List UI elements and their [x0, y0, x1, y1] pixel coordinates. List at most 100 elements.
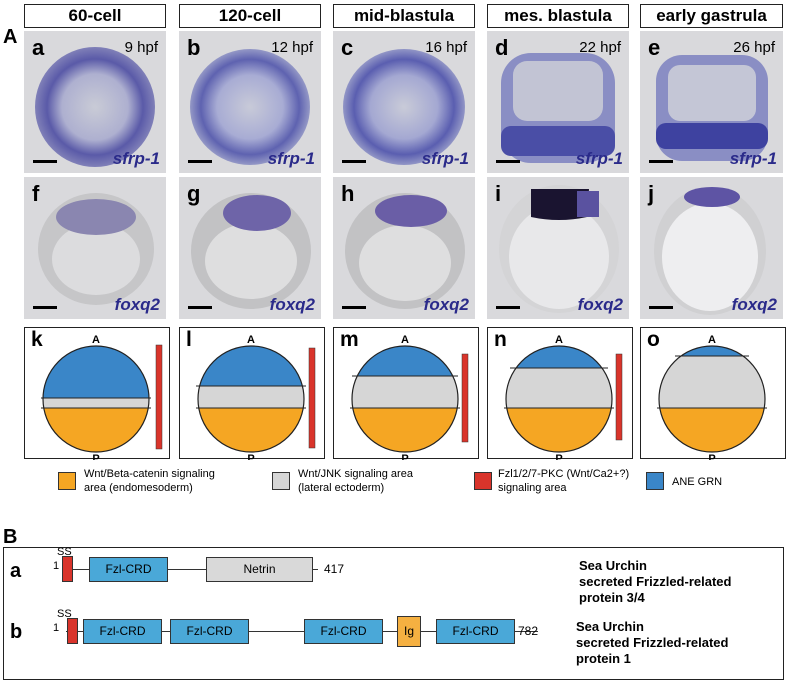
backbone-a — [66, 569, 318, 570]
gene-label: sfrp-1 — [729, 149, 777, 168]
fzl-crd-domain: Fzl-CRD — [170, 619, 249, 644]
photo-b-sfrp1: b 12 hpf sfrp-1 — [179, 31, 321, 173]
legend-swatch-orange — [58, 472, 76, 490]
panel-label: b — [187, 35, 201, 60]
anterior-label: A — [555, 334, 563, 346]
gene-label: sfrp-1 — [267, 149, 315, 168]
stage-header-mid-blastula: mid-blastula — [333, 4, 475, 28]
gene-label: foxq2 — [269, 295, 315, 314]
legend-text-4: ANE GRN — [672, 476, 723, 488]
panel-label: a — [32, 35, 45, 60]
panel-label: j — [648, 181, 655, 206]
embryo-image — [38, 193, 154, 305]
end-label-a: 417 — [324, 562, 345, 576]
netrin-domain: Netrin — [206, 557, 313, 582]
panel-label: i — [495, 181, 502, 206]
panel-label: f — [32, 181, 40, 206]
start-label-b: 1 — [53, 622, 60, 634]
hpf-label: 16 hpf — [425, 39, 467, 56]
protein-label-b: b — [10, 621, 23, 643]
hpf-label: 12 hpf — [271, 39, 313, 56]
anterior-label: A — [708, 334, 716, 346]
legend-swatch-blue — [646, 472, 664, 490]
panel-label: o — [647, 328, 660, 351]
schematic-k: A P k — [24, 327, 170, 460]
posterior-label: P — [555, 453, 562, 460]
ss-label-a: SS — [57, 546, 72, 558]
signal-sequence-b — [67, 618, 78, 644]
anterior-label: A — [401, 334, 409, 346]
photo-h-foxq2: h foxq2 — [333, 177, 475, 319]
stage-header-60-cell: 60-cell — [24, 4, 166, 28]
scale-bar — [33, 160, 57, 163]
gene-label: sfrp-1 — [421, 149, 469, 168]
posterior-label: P — [92, 453, 99, 460]
photo-i-foxq2: i foxq2 — [487, 177, 629, 319]
panel-label: l — [186, 328, 192, 351]
fzl-crd-domain: Fzl-CRD — [89, 557, 168, 582]
gene-label: sfrp-1 — [112, 149, 160, 168]
photo-j-foxq2: j foxq2 — [640, 177, 783, 319]
embryo-image — [654, 187, 766, 315]
scale-bar — [649, 160, 673, 163]
legend-text-3b: signaling area — [498, 482, 567, 494]
protein-title-b-3: protein 1 — [576, 651, 631, 666]
stage-header-early-gastrula: early gastrula — [640, 4, 783, 28]
legend-text-2a: Wnt/JNK signaling area — [298, 468, 413, 480]
scale-bar — [342, 160, 366, 163]
backbone-b — [66, 631, 538, 632]
legend-swatch-red — [474, 472, 492, 490]
fzl-crd-domain: Fzl-CRD — [83, 619, 162, 644]
gene-label: foxq2 — [114, 295, 160, 314]
photo-e-sfrp1: e 26 hpf sfrp-1 — [640, 31, 783, 173]
embryo-schematic: A P — [657, 334, 767, 460]
embryo-schematic: A P — [504, 334, 623, 460]
panel-a-letter: A — [3, 26, 18, 48]
scale-bar — [342, 306, 366, 309]
panel-b-letter: B — [3, 526, 18, 548]
protein-title-b-1: Sea Urchin — [576, 619, 644, 634]
anterior-label: A — [247, 334, 255, 346]
fzl-crd-domain: Fzl-CRD — [304, 619, 383, 644]
schematic-l: A P l — [179, 327, 325, 460]
panel-label: n — [494, 328, 507, 351]
protein-title-b-2: secreted Frizzled-related — [576, 635, 729, 650]
embryo-image — [191, 193, 311, 309]
ss-label-b: SS — [57, 608, 72, 620]
hpf-label: 26 hpf — [733, 39, 775, 56]
embryo-image — [345, 193, 465, 309]
hpf-label: 22 hpf — [579, 39, 621, 56]
legend-text-2b: (lateral ectoderm) — [298, 482, 385, 494]
scale-bar — [649, 306, 673, 309]
gene-label: foxq2 — [577, 295, 623, 314]
stage-header-mes-blastula: mes. blastula — [487, 4, 629, 28]
embryo-schematic: A P — [41, 334, 163, 460]
panel-label: h — [341, 181, 355, 206]
hpf-label: 9 hpf — [124, 39, 158, 56]
photo-d-sfrp1: d 22 hpf sfrp-1 — [487, 31, 629, 173]
embryo-schematic: A P — [350, 334, 469, 460]
scale-bar — [188, 160, 212, 163]
legend-text-1b: area (endomesoderm) — [84, 482, 193, 494]
embryo-image — [656, 55, 768, 161]
gene-label: foxq2 — [423, 295, 469, 314]
embryo-image — [35, 47, 155, 167]
panel-label: k — [31, 328, 43, 351]
posterior-label: P — [247, 453, 254, 460]
protein-domain-panel: a SS 1 Fzl-CRD Netrin 417 Sea Urchin sec… — [3, 546, 784, 680]
schematic-n: A P n — [487, 327, 633, 460]
schematic-o: A P o — [640, 327, 786, 460]
embryo-image — [499, 185, 619, 313]
embryo-image — [501, 53, 615, 163]
protein-label-a: a — [10, 560, 22, 582]
scale-bar — [496, 306, 520, 309]
embryo-image — [190, 49, 310, 165]
gene-label: sfrp-1 — [575, 149, 623, 168]
legend-text-1a: Wnt/Beta-catenin signaling — [84, 468, 215, 480]
embryo-schematic: A P — [196, 334, 316, 460]
ig-domain: Ig — [397, 616, 421, 647]
panel-label: e — [648, 35, 661, 60]
gene-label: foxq2 — [731, 295, 777, 314]
protein-title-a-2: secreted Frizzled-related — [579, 574, 732, 589]
stage-header-120-cell: 120-cell — [179, 4, 321, 28]
